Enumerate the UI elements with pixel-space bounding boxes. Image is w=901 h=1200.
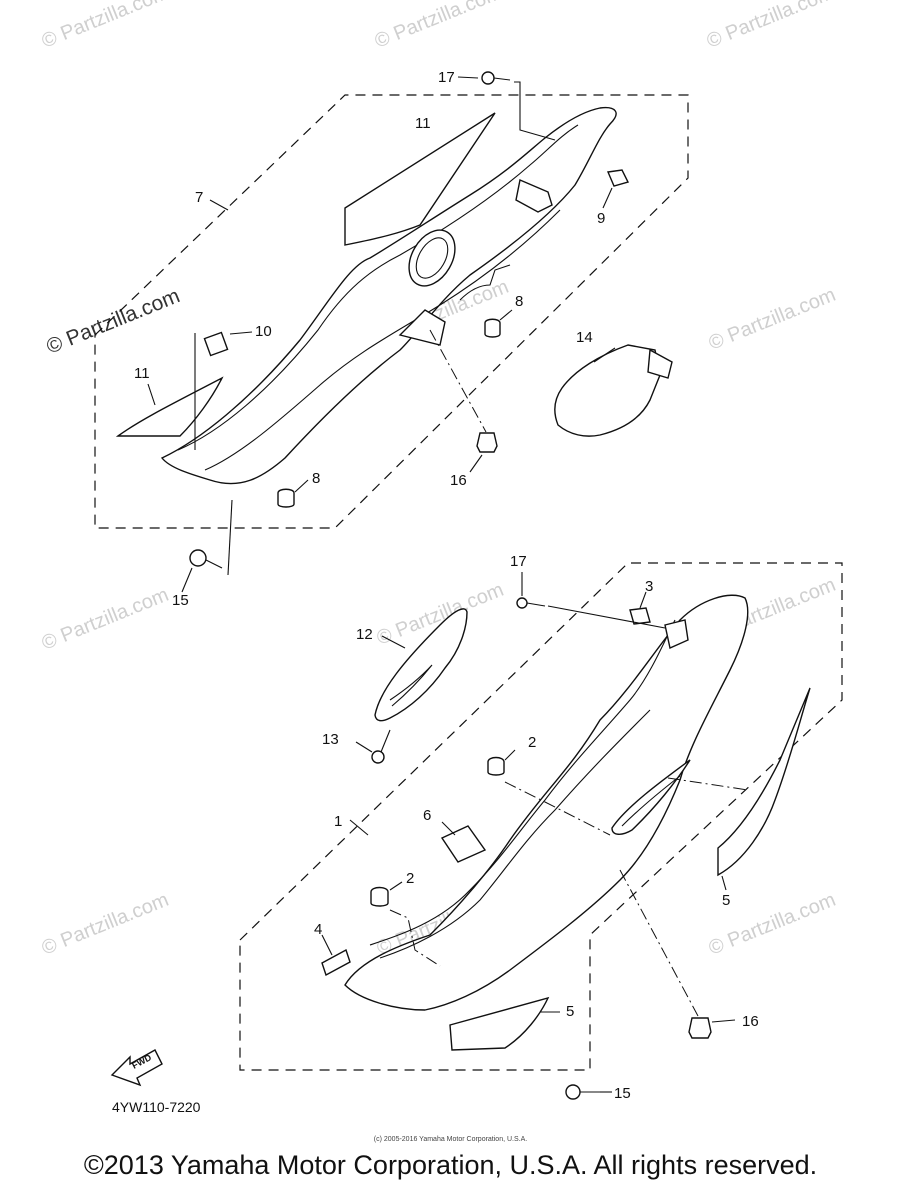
leader-3 xyxy=(639,591,647,609)
leader-6 xyxy=(441,821,456,836)
callout-3: 3 xyxy=(645,578,653,595)
callout-6: 6 xyxy=(423,807,431,824)
leader-17-upper xyxy=(514,81,556,141)
cover-top-tab xyxy=(515,179,553,213)
callout-7: 7 xyxy=(195,189,203,206)
chain-16-upper xyxy=(429,329,487,433)
chain-5-right xyxy=(667,777,749,791)
leader-1 xyxy=(349,819,369,836)
grommet-8-lower xyxy=(277,488,295,508)
chain-2-upper xyxy=(504,781,611,836)
callout-1: 1 xyxy=(334,813,342,830)
decal-5-lower xyxy=(449,996,550,1051)
callout-2: 2 xyxy=(528,734,536,751)
chain-2-lower xyxy=(389,909,441,967)
panel-14-clip xyxy=(647,348,673,379)
lower-assembly xyxy=(239,562,843,1100)
leader-4 xyxy=(321,934,333,956)
callout-8: 8 xyxy=(515,293,523,310)
cover-oval-inner xyxy=(415,237,449,279)
leader-7 xyxy=(209,199,229,211)
screw-15-lower xyxy=(565,1084,600,1100)
clip-4 xyxy=(321,948,351,977)
decal-5-right xyxy=(717,687,811,877)
clip-10 xyxy=(203,331,229,357)
callout-16: 16 xyxy=(450,472,467,489)
callout-14: 14 xyxy=(576,329,593,346)
callout-5: 5 xyxy=(566,1003,574,1020)
decal-6 xyxy=(440,825,487,863)
callout-12: 12 xyxy=(356,626,373,643)
callout-17: 17 xyxy=(510,553,527,570)
bolt-16-upper xyxy=(476,432,498,453)
cover-oval-opening xyxy=(408,229,456,287)
callouts: 17 11 7 9 10 11 8 14 8 16 15 17 3 12 13 … xyxy=(134,69,759,1102)
tiny-copyright: (c) 2005-2016 Yamaha Motor Corporation, … xyxy=(373,1136,528,1143)
leader-14 xyxy=(593,347,616,363)
cover-right-top-tab xyxy=(664,619,689,649)
watermark: © Partzilla.com xyxy=(704,0,837,53)
side-cover-left-body xyxy=(160,106,617,485)
decal-11-left xyxy=(115,376,224,437)
callout-16: 16 xyxy=(742,1013,759,1030)
watermark: © Partzilla.com xyxy=(39,0,172,53)
fwd-arrow: FWD xyxy=(110,1049,163,1087)
clip-9 xyxy=(606,169,630,187)
side-cover-left-edge xyxy=(177,124,579,451)
cover-hook xyxy=(459,264,511,301)
leader-16-lower xyxy=(711,1019,736,1023)
side-cover-right-edge xyxy=(369,619,676,946)
leader-13 xyxy=(355,741,373,753)
callout-8: 8 xyxy=(312,470,320,487)
upper-assembly xyxy=(94,71,689,576)
callout-5: 5 xyxy=(722,892,730,909)
chain-16-lower xyxy=(619,869,699,1017)
callout-15: 15 xyxy=(172,592,189,609)
callout-15: 15 xyxy=(614,1085,631,1102)
watermark-main: © Partzilla.com xyxy=(43,284,183,358)
screw-13 xyxy=(371,729,391,764)
callout-4: 4 xyxy=(314,921,322,938)
side-cover-left-inner xyxy=(204,209,561,471)
callout-11: 11 xyxy=(415,115,431,132)
grommet-8-upper xyxy=(484,318,501,338)
panel-12-inner xyxy=(389,664,433,707)
leader-12 xyxy=(381,635,406,649)
leader-2-lower xyxy=(389,881,403,891)
callout-10: 10 xyxy=(255,323,272,340)
diagram-code: 4YW110-7220 xyxy=(112,1099,201,1115)
callout-17: 17 xyxy=(438,69,455,86)
leader-9 xyxy=(602,187,613,209)
leader-15-upper xyxy=(227,499,233,576)
leader-17-lower xyxy=(547,605,666,629)
grommet-2-upper xyxy=(487,756,505,776)
callout-2: 2 xyxy=(406,870,414,887)
screw-15-upper xyxy=(189,549,223,569)
clip-3 xyxy=(629,607,651,625)
watermark: © Partzilla.com xyxy=(39,584,172,655)
callout-11: 11 xyxy=(134,365,150,382)
callout-13: 13 xyxy=(322,731,339,748)
panel-14 xyxy=(554,344,661,437)
screw-17-upper xyxy=(481,71,511,85)
copyright-footer: ©2013 Yamaha Motor Corporation, U.S.A. A… xyxy=(83,1150,818,1180)
watermark: © Partzilla.com xyxy=(706,284,839,355)
bolt-16-lower xyxy=(688,1017,712,1039)
callout-9: 9 xyxy=(597,210,605,227)
leader-2-upper xyxy=(504,749,516,761)
decal-11-top xyxy=(344,112,496,246)
cover-logo-sweep-inner xyxy=(621,775,681,827)
assembly-7-boundary xyxy=(94,94,689,529)
grommet-2-lower xyxy=(370,886,389,907)
watermark: © Partzilla.com xyxy=(372,0,505,53)
side-cover-right-inner xyxy=(379,709,651,959)
screw-17-lower xyxy=(516,597,546,609)
watermark: © Partzilla.com xyxy=(39,889,172,960)
panel-12 xyxy=(374,608,468,722)
